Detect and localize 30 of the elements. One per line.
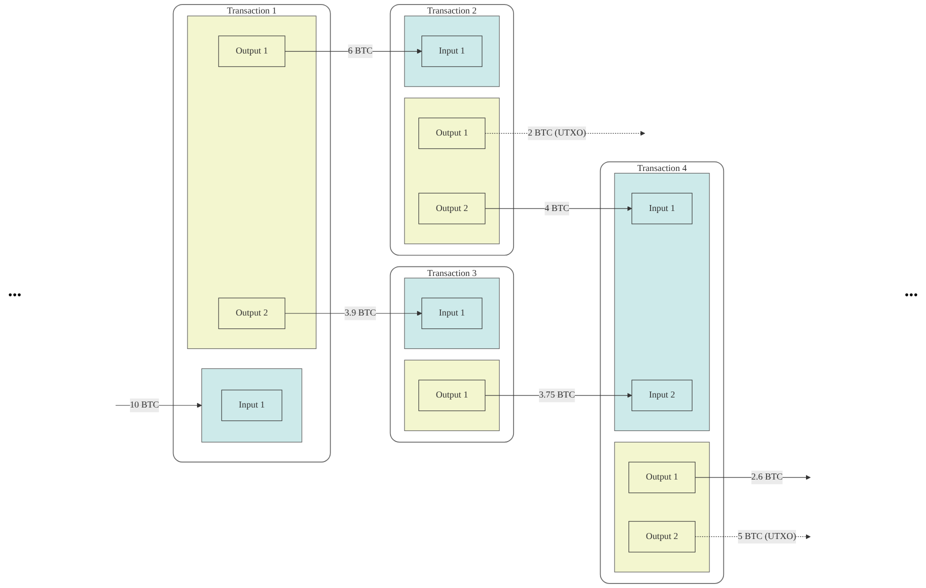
cluster <box>614 172 710 432</box>
node-box: Input 1 <box>632 192 692 224</box>
node-box: Input 1 <box>221 390 282 422</box>
node-box: Input 2 <box>632 380 692 412</box>
node-box: Input 1 <box>422 36 482 67</box>
node-box: Input 1 <box>422 298 482 330</box>
ellipsis-text: ... <box>904 280 918 301</box>
cluster <box>404 16 500 87</box>
edge-label: 3.75 BTC <box>538 390 575 400</box>
node-box: Output 1 <box>628 462 696 494</box>
node-box: Output 1 <box>418 380 486 412</box>
edge-label: 3.9 BTC <box>344 308 376 318</box>
cluster <box>201 368 302 442</box>
edge-label: 5 BTC (UTXO) <box>738 532 796 542</box>
edge-label: 2 BTC (UTXO) <box>528 128 586 138</box>
edge-label: 6 BTC <box>348 46 373 56</box>
cluster <box>614 442 710 572</box>
node-box: Output 1 <box>218 36 286 67</box>
node-box: Output 1 <box>418 118 486 149</box>
edge-label: 4 BTC <box>544 203 570 214</box>
node-box: Output 2 <box>218 298 286 330</box>
cluster <box>187 16 316 349</box>
edge-label: 10 BTC <box>130 400 159 410</box>
edge-label: 2.6 BTC <box>751 472 783 482</box>
node-box: Output 2 <box>628 521 696 552</box>
node-box: Output 2 <box>418 192 486 224</box>
cluster <box>404 98 500 244</box>
ellipsis-text: ... <box>8 280 22 301</box>
cluster <box>404 278 500 349</box>
cluster <box>404 360 500 432</box>
